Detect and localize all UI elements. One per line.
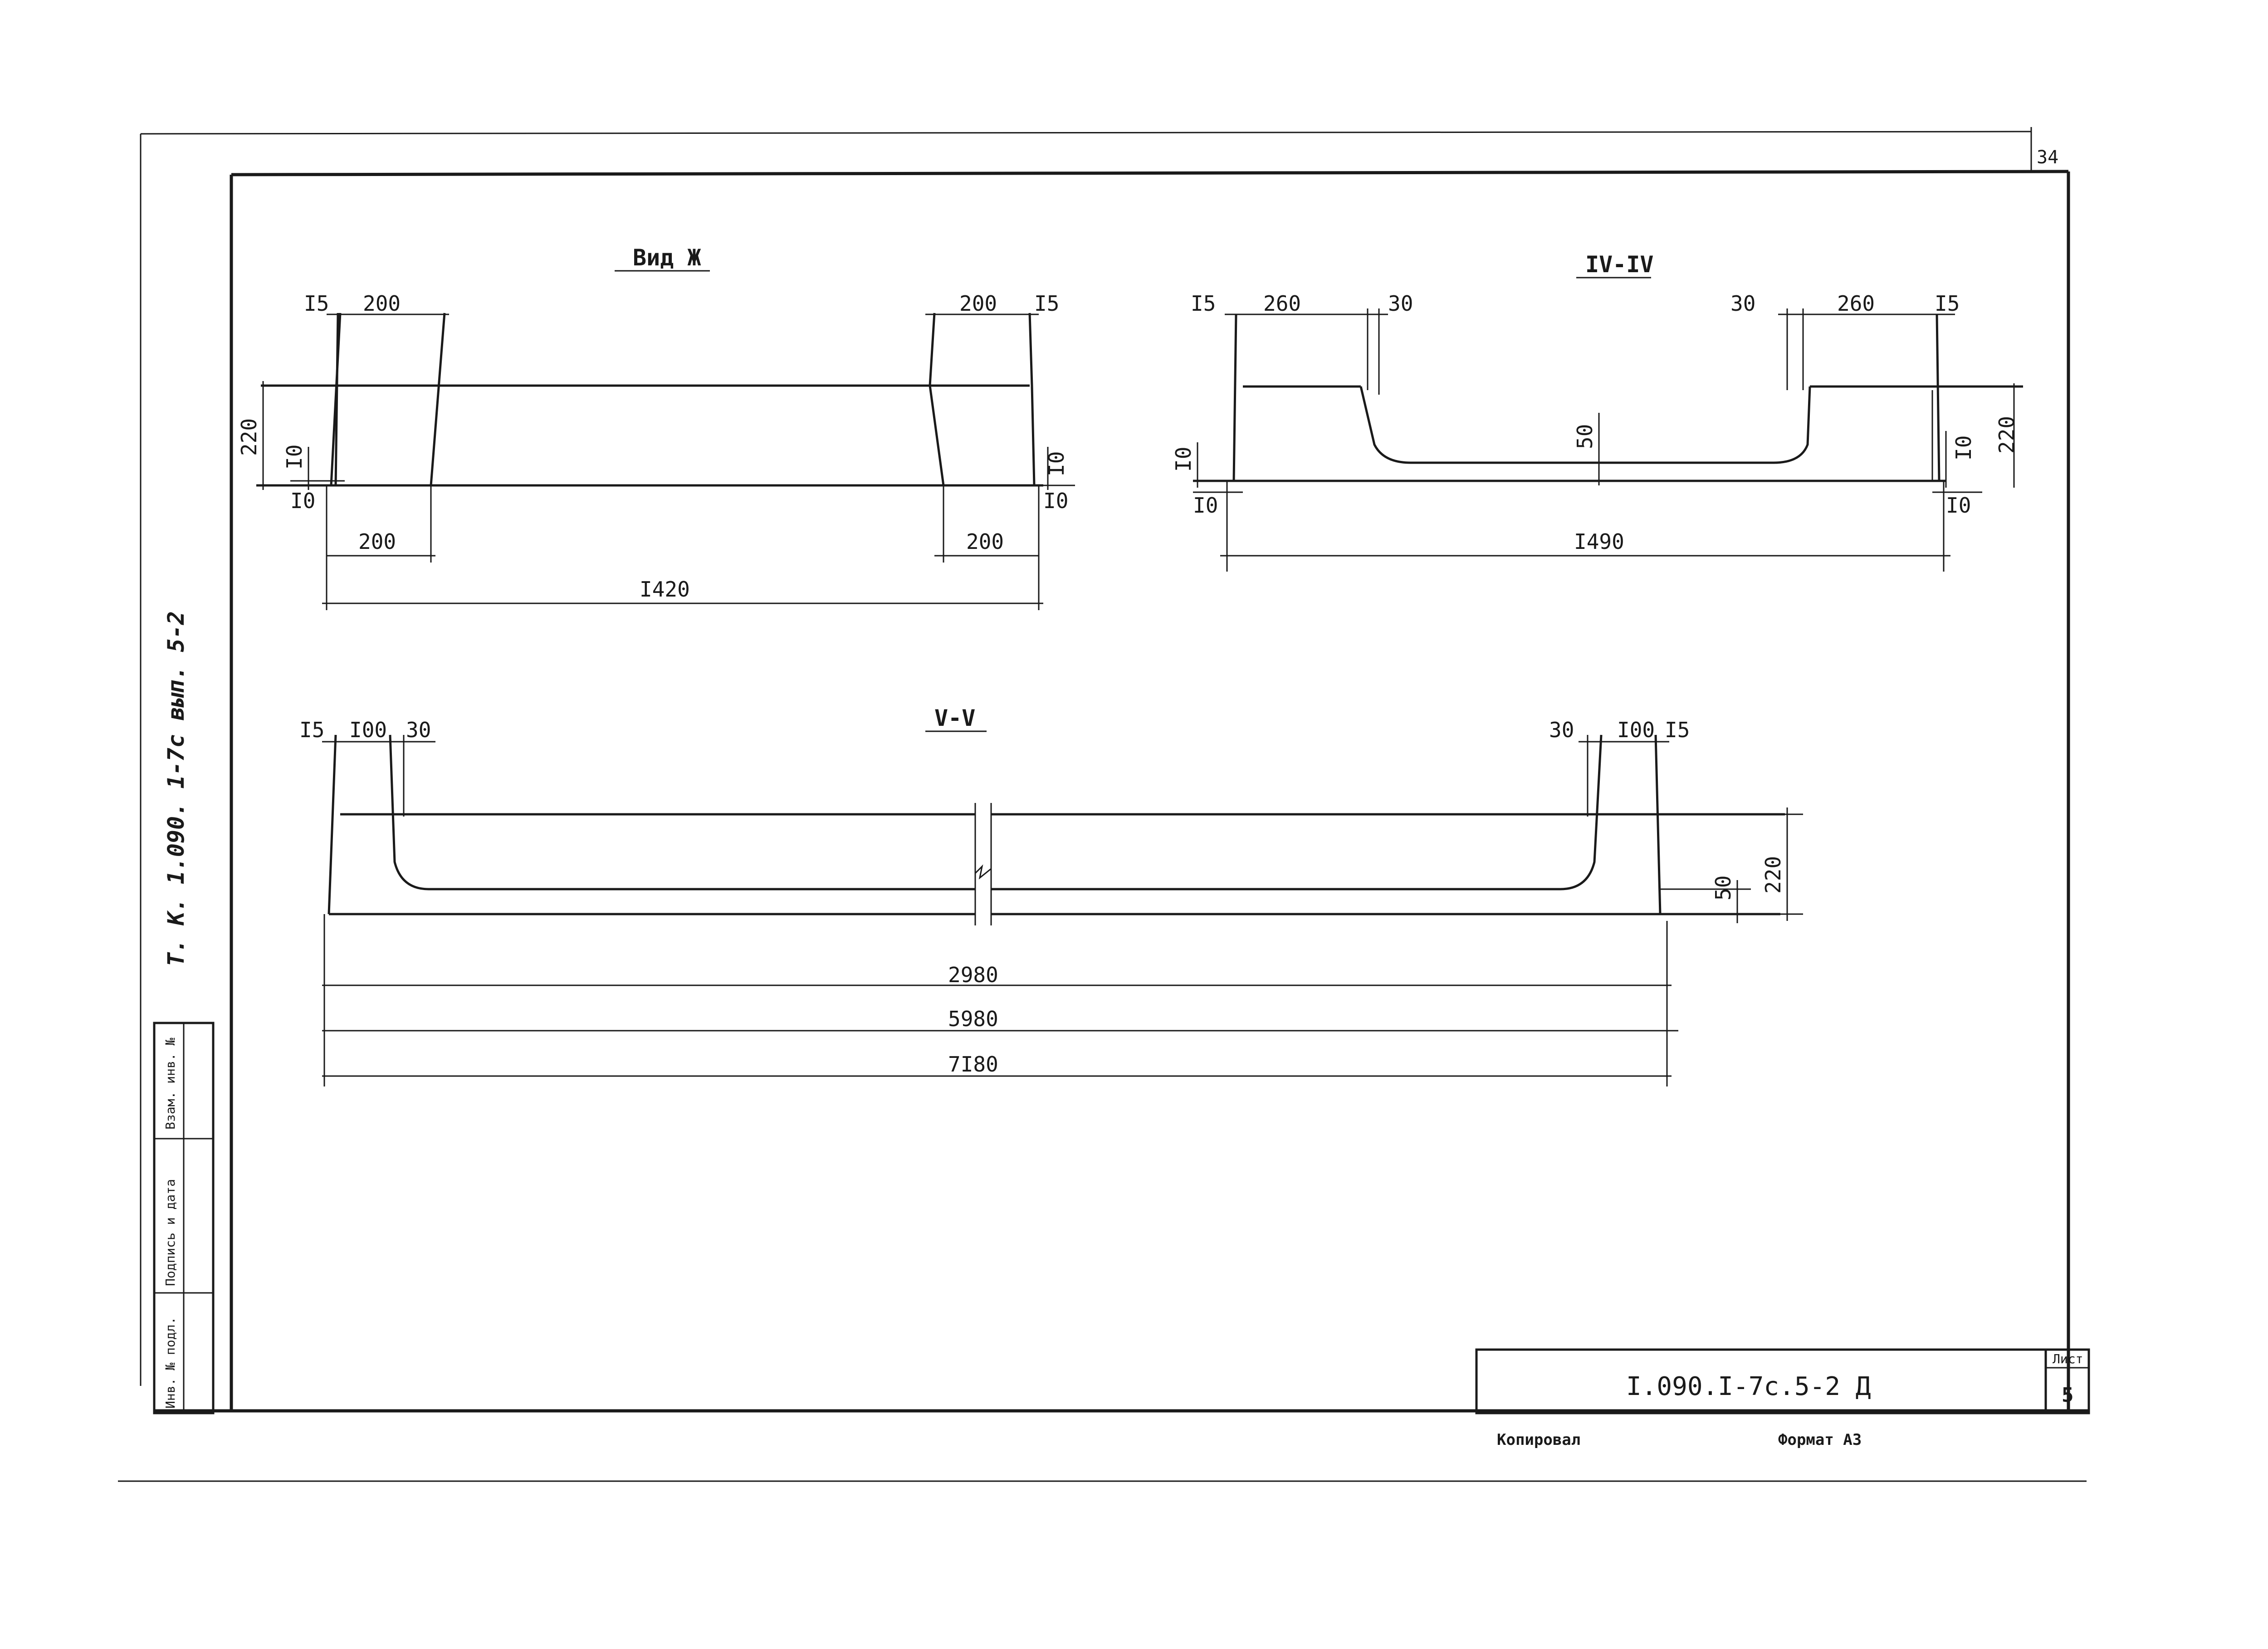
zh-dim-top-200-left: 200 (363, 291, 401, 316)
title-block-code: I.090.I-7с.5-2 Д (1626, 1372, 1871, 1401)
zh-dim-left-10-horiz: I0 (290, 489, 315, 513)
zh-dim-bottom-200-left: 200 (358, 529, 396, 554)
sheet-corner-number: 34 (2037, 147, 2058, 168)
title-block-sheet-number: 5 (2062, 1384, 2074, 1407)
zh-dim-top-200-right: 200 (959, 291, 997, 316)
s5-dim-top-100-left: I00 (349, 718, 387, 742)
s5-dim-top-100-right: I00 (1617, 718, 1655, 742)
section-5-drawing: V-V I5 I00 30 30 I00 I5 50 220 (299, 705, 1803, 1086)
stamp-inv-no: Инв. № подл. (163, 1317, 178, 1409)
zh-dim-left-10-vert: I0 (282, 445, 307, 470)
title-block (1475, 1348, 2090, 1414)
zh-dim-right-10-vert: I0 (1044, 451, 1069, 476)
outer-frame (118, 127, 2087, 1482)
zh-dim-top-15-left: I5 (304, 291, 329, 316)
zh-dim-bottom-200-right: 200 (966, 529, 1004, 554)
s4-dim-top-15-right: I5 (1935, 291, 1960, 316)
s5-dim-top-15-left: I5 (299, 718, 324, 742)
side-document-code: Т. К. 1.090. 1-7с вып. 5-2 (163, 611, 189, 966)
s4-dim-top-30-right: 30 (1730, 291, 1755, 316)
s4-dim-height: 220 (1994, 416, 2019, 454)
section-4-drawing: IV-IV I5 260 30 30 260 I5 50 I0 I0 I0 (1171, 251, 2023, 572)
s4-dim-right-10-horiz: I0 (1946, 493, 1971, 518)
s5-dim-length-2980: 2980 (948, 963, 998, 987)
s4-dim-left-10-horiz: I0 (1193, 493, 1218, 518)
s4-dim-overall: I490 (1574, 529, 1624, 554)
s5-dim-length-7180: 7I80 (948, 1052, 998, 1076)
footer-format: Формат А3 (1778, 1431, 1862, 1449)
s4-dim-top-15-left: I5 (1191, 291, 1216, 316)
section-5-title: V-V (934, 705, 975, 731)
zh-dim-top-15-right: I5 (1034, 291, 1059, 316)
s4-dim-top-260-left: 260 (1263, 291, 1301, 316)
s4-dim-floor: 50 (1573, 424, 1597, 449)
zh-dim-right-10-horiz: I0 (1043, 489, 1068, 513)
s5-dim-top-15-right: I5 (1665, 718, 1690, 742)
s5-dim-floor: 50 (1711, 876, 1735, 900)
footer-copied: Копировал (1497, 1431, 1580, 1449)
left-stamp-table (153, 1022, 215, 1414)
zh-dim-height: 220 (237, 418, 261, 456)
zh-dim-overall: I420 (640, 577, 690, 602)
s5-dim-height: 220 (1761, 856, 1785, 894)
s4-dim-top-30-left: 30 (1388, 291, 1413, 316)
s5-dim-top-30-left: 30 (406, 718, 431, 742)
s5-dim-length-5980: 5980 (948, 1007, 998, 1031)
view-zh-drawing: Вид Ж I5 200 200 I5 220 I0 I0 I0 I0 (237, 245, 1075, 610)
s4-dim-left-10-vert: I0 (1171, 447, 1196, 472)
section-4-title: IV-IV (1585, 251, 1654, 278)
stamp-signature-date: Подпись и дата (163, 1179, 178, 1286)
inner-frame (154, 170, 2089, 1413)
view-zh-title: Вид Ж (633, 245, 701, 271)
stamp-replaced-inv: Взам. инв. № (163, 1038, 178, 1130)
s4-dim-top-260-right: 260 (1837, 291, 1875, 316)
title-block-sheet-label: Лист (2053, 1351, 2083, 1366)
s5-dim-top-30-right: 30 (1549, 718, 1574, 742)
s4-dim-right-10-vert: I0 (1951, 435, 1976, 460)
